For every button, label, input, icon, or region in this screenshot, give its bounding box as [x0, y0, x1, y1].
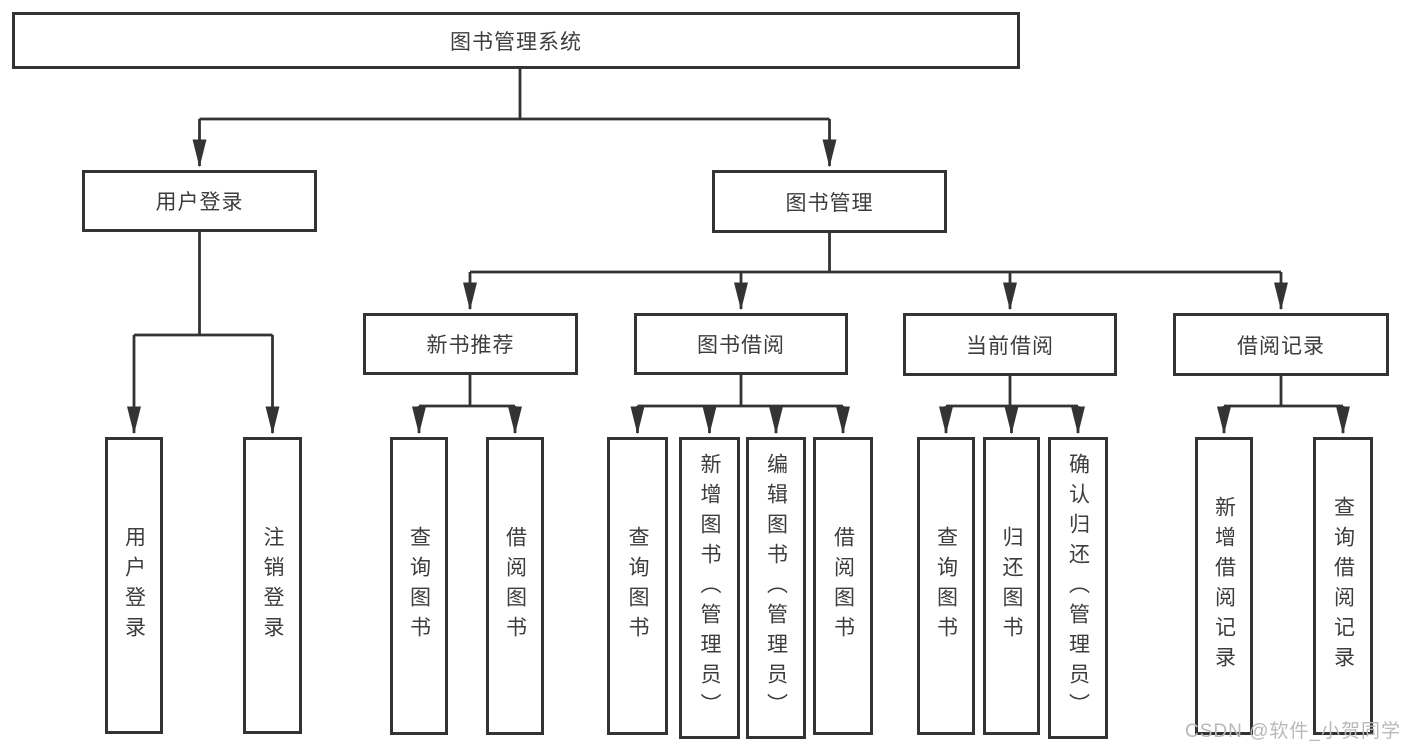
- leaf-query-books-borrow: 查询图书: [607, 437, 668, 735]
- leaf-logout: 注销登录: [243, 437, 302, 734]
- node-new-book-recommend: 新书推荐: [363, 313, 578, 375]
- leaf-user-login: 用户登录: [105, 437, 163, 734]
- leaf-confirm-return-admin: 确认归还（管理员）: [1048, 437, 1108, 739]
- node-label: 借阅记录: [1237, 334, 1325, 358]
- leaf-edit-book-admin: 编辑图书（管理员）: [746, 437, 806, 739]
- leaf-label: 借阅图书: [503, 526, 527, 646]
- leaf-add-book-admin: 新增图书（管理员）: [679, 437, 740, 739]
- node-label: 当前借阅: [966, 334, 1054, 358]
- node-book-management: 图书管理: [712, 170, 947, 233]
- node-borrow-records: 借阅记录: [1173, 313, 1389, 376]
- leaf-label: 查询借阅记录: [1331, 496, 1355, 676]
- node-label: 用户登录: [155, 191, 244, 214]
- leaf-label: 编辑图书（管理员）: [764, 453, 788, 723]
- leaf-label: 查询图书: [407, 526, 431, 646]
- node-label: 图书管理系统: [450, 30, 582, 54]
- leaf-label: 新增图书（管理员）: [698, 453, 721, 723]
- leaf-label: 查询图书: [626, 526, 649, 646]
- node-label: 新书推荐: [426, 334, 515, 357]
- leaf-label: 确认归还（管理员）: [1066, 453, 1090, 723]
- node-user-login: 用户登录: [82, 170, 317, 232]
- leaf-label: 归还图书: [1000, 526, 1023, 646]
- node-current-borrow: 当前借阅: [903, 313, 1117, 376]
- node-label: 图书管理: [785, 191, 874, 215]
- leaf-return-books: 归还图书: [983, 437, 1040, 735]
- leaf-label: 新增借阅记录: [1212, 496, 1236, 676]
- leaf-label: 查询图书: [934, 526, 958, 646]
- leaf-label: 注销登录: [261, 525, 284, 646]
- leaf-label: 用户登录: [122, 525, 146, 646]
- leaf-query-books-current: 查询图书: [917, 437, 975, 735]
- leaf-query-borrow-record: 查询借阅记录: [1313, 437, 1373, 735]
- leaf-label: 借阅图书: [831, 526, 855, 646]
- node-root-system: 图书管理系统: [12, 12, 1020, 69]
- leaf-borrow-books-recommend: 借阅图书: [486, 437, 544, 735]
- node-label: 图书借阅: [697, 334, 785, 357]
- leaf-add-borrow-record: 新增借阅记录: [1195, 437, 1253, 735]
- leaf-borrow-books: 借阅图书: [813, 437, 873, 735]
- leaf-query-books-recommend: 查询图书: [390, 437, 448, 735]
- node-book-borrow: 图书借阅: [634, 313, 848, 375]
- csdn-watermark: CSDN @软件_小贺同学: [1185, 721, 1401, 742]
